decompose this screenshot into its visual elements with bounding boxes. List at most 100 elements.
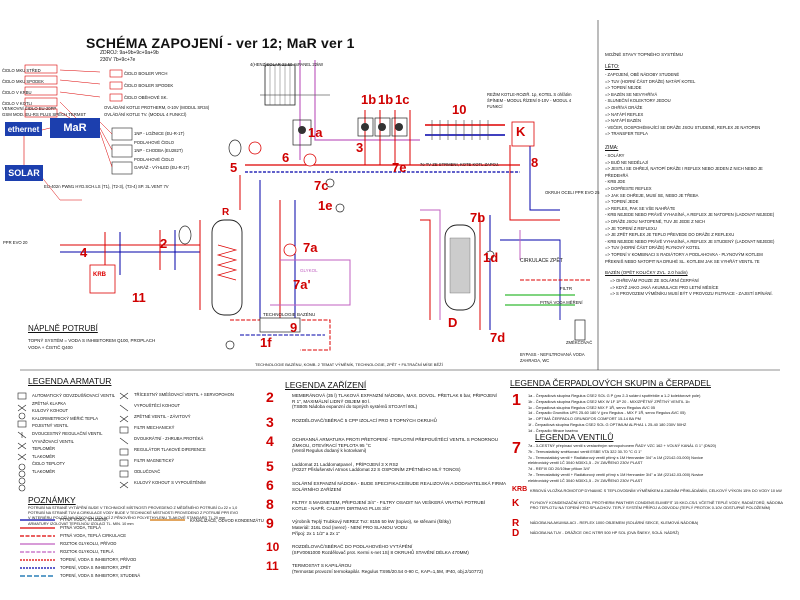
line-legend-item: ROZTOK GLYKOLU, TEPLÁ xyxy=(60,549,114,554)
naplne-line: TOPNÝ SYSTÉM = VODA S INHIBITOREM Q100, … xyxy=(28,338,156,343)
collector-label: 4(HENZ)SOLAR 22.50 4xPANEL 22kW xyxy=(250,62,324,67)
equipment-desc: NÁDOBA NA TUV - DRÁŽICE OKC NTRR 500 HP … xyxy=(530,530,679,535)
label-1e: 1e xyxy=(318,198,333,213)
zima-item: - KRB NEJEDE NEBO PRÁVĚ VYHASÍNÁ, A REFL… xyxy=(605,238,775,244)
armatur-item: KALORIMETRICKÝ MĚŘIČ TEPLA xyxy=(32,415,99,421)
zarizeni-desc: OCHRANNÁ ARMATURA PROTI PŘETOPENÍ - TEPL… xyxy=(292,437,499,442)
output-label: PODLAHOVÉ ČIDLO xyxy=(134,157,175,162)
armatur-item: ODLUČOVAČ xyxy=(134,469,161,474)
bazen-item: => OHŘEVÁM POUZE ZE SOLÁRNÍ ČERPÁNÍ xyxy=(610,278,699,283)
zarizeni-desc: ROZDĚLOVAČ/SBĚRAČ DO PODLAHOVÉHO VYTÁPĚN… xyxy=(292,544,413,550)
leto-item: - ZAPOJENÍ, OBĚ NÁDOBY STUDENÉ xyxy=(605,72,680,77)
zarizeni-number: 11 xyxy=(266,559,279,574)
zima-item: => JESTLI SE OHŘEJÍ, NATOPÍ DRÁŽE I REFL… xyxy=(605,166,763,172)
line-legend-item: TOPENÍ, VODA S INHIBITORY, STUDENÁ xyxy=(60,573,141,578)
zarizeni-number: 4 xyxy=(266,433,274,449)
cerpadel-item: 1c - Čerpadlová skupina Regulus CSE2 MIX… xyxy=(528,404,656,410)
page-title: SCHÉMA ZAPOJENÍ - ver 12; MaR ver 1 xyxy=(86,35,355,51)
equipment-code: R xyxy=(512,518,520,529)
naplne-title: NÁPLNĚ POTRUBÍ xyxy=(28,324,98,333)
line-legend-item: PITNÁ VODA, TEPLÁ CIRKULACE xyxy=(60,533,127,538)
bazen-heading: BAZÉN (OPĚT KOLIČKY ZVL. 2.0 hodin) xyxy=(605,270,688,275)
ethernet-module: ethernet xyxy=(5,123,42,136)
output-label: OVLÁDÁNÍ KOTLE TV. (MODUL 4 FUNKCÍ) xyxy=(104,112,187,117)
armatur-item: KULOVÝ KOHOUT xyxy=(32,408,69,414)
armatur-item: FILTR MAGNETICKÝ xyxy=(134,458,175,463)
equipment-code: K xyxy=(512,498,520,509)
zima-item: => DOPŘESTE REFLEX xyxy=(605,186,652,191)
label-5: 5 xyxy=(230,160,238,175)
poznamka-line: ARMATURY IZOLOVAT TEPELNOU IZOLACÍ TL. M… xyxy=(28,521,134,526)
tv-note: 7e TV ZE STRMENI, KOTE KOTL ZAPOJ. xyxy=(420,162,500,167)
zarizeni-number: 9 xyxy=(266,515,274,532)
leto-item: => TUV (HORNÍ ČÁST DRÁŽE) NATÁPÍ KOTEL xyxy=(605,78,696,84)
label-1d: 1d xyxy=(483,250,499,265)
sensor-label: ČIDLO MKU SPODEK xyxy=(2,79,44,84)
label-7c: 7c xyxy=(314,178,329,193)
zima-item: => TUV (HORNÍ ČÁST DRÁŽE) PLYNOVÝ KOTEL xyxy=(605,245,700,251)
leto-item: => NATÁPÍ REFLEX xyxy=(605,111,644,117)
cerpadel-item: 1a - Čerpadlová skupina Regulus CSE2 SOL… xyxy=(528,393,701,398)
armatur-symbols xyxy=(17,392,129,492)
legend-zarizeni-title: LEGENDA ZAŘÍZENÍ xyxy=(285,380,367,390)
zima-item: - SOLÁRY xyxy=(605,153,625,158)
label-1b: 1b xyxy=(361,92,377,107)
leto-heading: LÉTO: xyxy=(605,64,620,70)
label-4: 4 xyxy=(80,245,88,260)
equipment-desc: NÁDOBA NA AKUMULACI - REFLEX 1000 OBJEME… xyxy=(530,520,699,525)
ventilu-item: 7a - 3-CESTNÝ přepínací ventil s vestavě… xyxy=(528,443,717,448)
output-label: OVLÁDÁNÍ KOTLE PROTHERM, 0-10V (MODUL SR… xyxy=(104,105,210,110)
filtr-label: FILTR xyxy=(560,286,573,291)
poznamka-line: POTRUBÍ NA STRANĚ TUV A CIRKULACE VODY B… xyxy=(28,511,239,516)
label-7a: 7a xyxy=(303,240,318,255)
ventilu-item: 7b - Termostatický směšovací ventil ESBE… xyxy=(528,448,642,454)
armatur-item: ZPĚTNÉ VENTIL - ZÁVITOVÝ xyxy=(134,414,191,419)
armatur-item: TEPLOMĚR xyxy=(32,446,56,452)
boiler-sensor: ČIDLO OBĚHOVÉ SK. xyxy=(124,95,168,100)
zima-item: - KRB NEJEDE NEBO PRÁVĚ VYHASÍNÁ, A REFL… xyxy=(605,212,775,218)
zarizeni-desc: KOTLE - NAPŘ. CALEFFI DIRTMAG PLUS 3/4" xyxy=(292,505,391,511)
label-3: 3 xyxy=(356,140,364,155)
zarizeni-number: 6 xyxy=(266,477,274,493)
armatur-item: DVOUKRÁTNÍ - ZHRUBA PROTÉKÁ xyxy=(134,436,204,441)
ventilu-item: 7d - REFIX DD 20/10bar příkon 3/4" xyxy=(528,466,591,472)
right-notes-title: MOŽNÉ STAVY TOPNÉHO SYSTÉMU xyxy=(605,52,683,57)
cerpadel-item: 1e - OPTIMÁ ČERPADLO GRUNDFOS COMFORT 15… xyxy=(528,416,641,422)
poznamka-line: V INTERIÉRU POLOŽÍ NAVÁZKOVOU IZOLACÍ Z … xyxy=(28,516,226,521)
line-legend-item: TOPENÍ, VODA S INHIBITORY, ZPĚT xyxy=(60,565,131,570)
control-note: GSM MOD. EU-RS PLUS SPĚCH TERMST xyxy=(2,112,86,117)
zima-item: PŘEDEHŘÁ xyxy=(605,172,629,178)
poznamky-title: POZNÁMKY xyxy=(28,495,76,505)
zima-item: => BUĎ NE NEDĚLAJÍ xyxy=(605,159,649,165)
zarizeni-number: 8 xyxy=(266,496,274,513)
output-label: 1NP - CHODBA (EU282T) xyxy=(134,148,183,153)
label-6: 6 xyxy=(282,150,290,165)
ventilu-item: 7e - Termostatický ventil + Radiátorový … xyxy=(528,472,704,477)
line-legend xyxy=(20,519,185,577)
zarizeni-desc: MEMBRÁNOVÁ (35 l) TLAKOVÁ EXPANZNÍ NÁDOB… xyxy=(292,393,497,398)
zima-item: => JE ZPĚT REFLEX JE TEPLO PŘEVEDE DO DR… xyxy=(605,232,735,238)
zarizeni-desc: R 1", MAXIMÁLNÍ LIDNÝ OBJEM 80 l. xyxy=(292,398,371,404)
technologie-label: TECHNOLOGIE BAZÉNU xyxy=(263,312,316,317)
label-7e: 7e xyxy=(392,160,407,175)
armatur-item: TLAKOMĚR xyxy=(32,469,56,474)
mar-module: MaR xyxy=(50,119,100,138)
line-legend-item: ROZTOK GLYKOLU, PŘÍVOD xyxy=(60,541,117,546)
bypass-label: BYPASS - NEFILTROVANÁ VODA ZAHRADA, WC xyxy=(520,352,585,363)
control-note: 230V 7b+9c+7e xyxy=(100,57,136,63)
control-note: ZDROJ: 9a+9b+9c+9a+9b xyxy=(100,50,159,56)
leto-item: => TRANSFER TEPLA xyxy=(605,131,648,137)
okruh-label: OKRUH OCELI PPR EVO 25 xyxy=(545,190,600,195)
rezim-label: REŽIM KOTLE-ROZIŘ. 1p, KOTEL S ohřátím Š… xyxy=(487,92,572,109)
zarizeni-number: 5 xyxy=(266,457,274,474)
label-1a: 1a xyxy=(308,125,323,140)
armatur-item: TLAKOMĚR xyxy=(32,453,56,459)
zarizeni-desc: (Termostat provozní termokapilár. Regulu… xyxy=(292,569,484,574)
label-1f: 1f xyxy=(260,335,272,350)
ventilu-item: elektronický ventil 1Č 3040 M30X1,5 - 2V… xyxy=(528,477,643,483)
solar-note: EU-402n PWM1 HYD.SCH.LS (T1), (T2-3), (T… xyxy=(44,184,169,189)
zarizeni-desc: SOLÁRNÍ EXPANZNÍ NÁDOBA - BUDE SPECIFIKA… xyxy=(292,481,507,486)
zmekcovac-label: ZMĚKČOVAČ xyxy=(566,340,593,345)
zima-item: => REFLEX, PAK SE VŠE NAHŘÁTE xyxy=(605,205,676,211)
armatur-item: AUTOMATICKÝ ODVZDUŠŇOVACÍ VENTIL xyxy=(32,393,116,398)
